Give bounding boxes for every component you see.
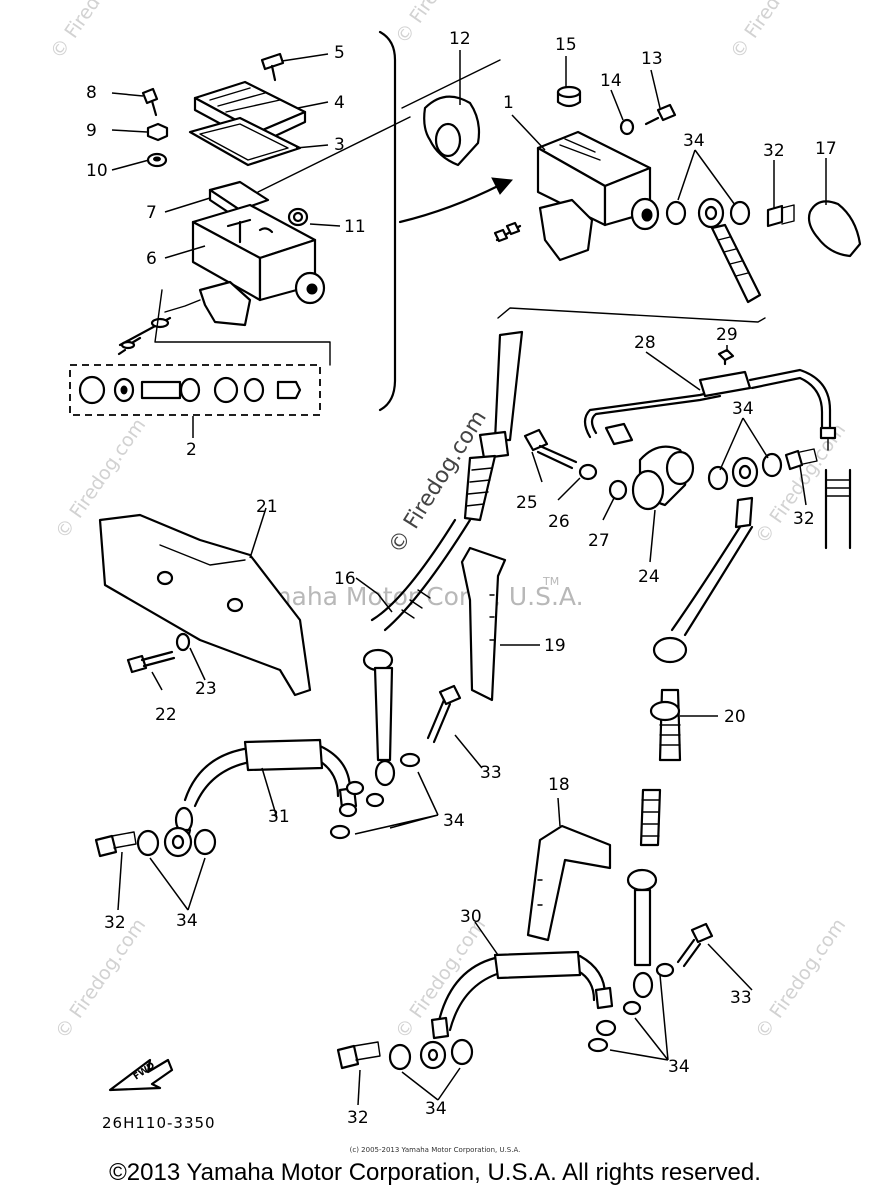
- watermark-bottom-left: © Firedog.com: [51, 914, 150, 1042]
- callout-31: 31: [268, 807, 290, 827]
- callout-32-left: 32: [104, 913, 126, 933]
- callout-21: 21: [256, 497, 278, 517]
- hose-31: [94, 684, 462, 858]
- copyright-notice: ©2013 Yamaha Motor Corporation, U.S.A. A…: [109, 1159, 761, 1186]
- callout-17: 17: [815, 139, 837, 159]
- hose-30: [336, 788, 714, 1071]
- callout-27: 27: [588, 531, 610, 551]
- callout-34-upper-right: 34: [732, 399, 754, 419]
- callout-7: 7: [146, 203, 157, 223]
- callout-6: 6: [146, 249, 157, 269]
- watermark-top-mid: © Firedog.com: [391, 0, 490, 48]
- callout-20: 20: [724, 707, 746, 727]
- callout-8: 8: [86, 83, 97, 103]
- watermark-top-left: © Firedog.com: [46, 0, 145, 63]
- callout-26: 26: [548, 512, 570, 532]
- group-divider-line: [378, 30, 397, 412]
- callout-33-lower: 33: [730, 988, 752, 1008]
- callout-34-lower-right: 34: [668, 1057, 690, 1077]
- watermark-tm: TM: [542, 575, 559, 588]
- bracket-18: [526, 824, 612, 942]
- callout-34-bottom: 34: [425, 1099, 447, 1119]
- callout-28: 28: [634, 333, 656, 353]
- callout-14: 14: [600, 71, 622, 91]
- master-cylinder-assembled: [257, 59, 862, 304]
- callout-5: 5: [334, 43, 345, 63]
- callout-32-bottom: 32: [347, 1108, 369, 1128]
- callout-25: 25: [516, 493, 538, 513]
- callout-22: 22: [155, 705, 177, 725]
- callout-18: 18: [548, 775, 570, 795]
- watermark-bottom-right: © Firedog.com: [751, 914, 850, 1042]
- watermark-corp: Yamaha Motor Corp., U.S.A.: [239, 582, 584, 611]
- callout-2: 2: [186, 440, 197, 460]
- callout-34-middle: 34: [443, 811, 465, 831]
- callout-24: 24: [638, 567, 660, 587]
- watermark-top-right: © Firedog.com: [726, 0, 825, 63]
- master-cylinder-exploded: [69, 52, 331, 416]
- leader-lines: [111, 50, 827, 1106]
- callout-30: 30: [460, 907, 482, 927]
- callout-labels: 5 4 3 8 9 10 7 6 11 2 12 15 14 13 1 34 3…: [86, 29, 837, 1132]
- callout-13: 13: [641, 49, 663, 69]
- bracket-19: [460, 546, 507, 702]
- source-credit: (c) 2005-2013 Yamaha Motor Corporation, …: [349, 1146, 521, 1154]
- callout-33-upper: 33: [480, 763, 502, 783]
- callout-29: 29: [716, 325, 738, 345]
- callout-15: 15: [555, 35, 577, 55]
- callout-10: 10: [86, 161, 108, 181]
- callout-34-left: 34: [176, 911, 198, 931]
- fwd-arrow-icon: FWD: [108, 1058, 174, 1092]
- callout-1: 1: [503, 93, 514, 113]
- part-number: 26H110-3350: [102, 1114, 216, 1132]
- callout-19: 19: [544, 636, 566, 656]
- callout-11: 11: [344, 217, 366, 237]
- upper-hose-assembly: [362, 307, 852, 787]
- callout-3: 3: [334, 135, 345, 155]
- callout-4: 4: [334, 93, 345, 113]
- callout-32-top: 32: [763, 141, 785, 161]
- callout-23: 23: [195, 679, 217, 699]
- callout-16: 16: [334, 569, 356, 589]
- callout-9: 9: [86, 121, 97, 141]
- callout-32-right: 32: [793, 509, 815, 529]
- callout-12: 12: [449, 29, 471, 49]
- callout-34-top: 34: [683, 131, 705, 151]
- guard-21: [98, 513, 312, 697]
